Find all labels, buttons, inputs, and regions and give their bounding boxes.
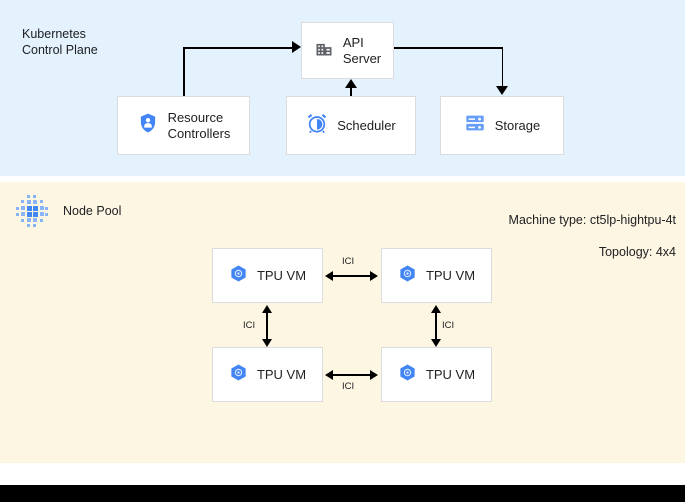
arrowhead-ici-top-right: [370, 271, 378, 281]
ici-label-top: ICI: [342, 256, 355, 267]
shield-user-icon: [137, 112, 159, 139]
connector-scheduler-to-api: [350, 88, 352, 96]
ici-label-bottom: ICI: [342, 381, 355, 392]
connector-resource-controllers-to-api-vertical: [183, 47, 185, 96]
storage-rack-icon: [464, 112, 486, 139]
node-resource-controllers[interactable]: Resource Controllers: [117, 96, 250, 155]
arrowhead-to-api-server-left: [292, 41, 301, 53]
connector-ici-right: [435, 313, 437, 341]
tpu-hexagon-icon: [398, 264, 417, 288]
arrowhead-ici-right-down: [431, 339, 441, 347]
node-scheduler-label: Scheduler: [337, 117, 396, 133]
node-tpu-vm-bottom-left[interactable]: TPU VM: [212, 347, 323, 402]
arrowhead-to-storage-top: [496, 86, 508, 95]
connector-ici-bottom: [333, 374, 372, 376]
arrowhead-ici-bottom-left: [325, 370, 333, 380]
tpu-hexagon-icon: [398, 363, 417, 387]
node-tpu-vm-label: TPU VM: [256, 267, 307, 283]
node-api-server[interactable]: API Server: [301, 22, 394, 79]
control-plane-title: Kubernetes Control Plane: [22, 27, 98, 57]
alarm-clock-icon: [306, 112, 328, 139]
arrowhead-ici-top-left: [325, 271, 333, 281]
server-building-icon: [314, 38, 334, 63]
connector-ici-left: [266, 313, 268, 341]
arrowhead-ici-right-up: [431, 305, 441, 313]
bottom-bar: [0, 485, 685, 502]
arrowhead-ici-left-down: [262, 339, 272, 347]
node-tpu-vm-top-left[interactable]: TPU VM: [212, 248, 323, 303]
node-pool-dots-icon: [16, 195, 48, 227]
node-scheduler[interactable]: Scheduler: [286, 96, 416, 155]
node-storage-label: Storage: [494, 117, 541, 133]
node-tpu-vm-bottom-right[interactable]: TPU VM: [381, 347, 492, 402]
node-storage[interactable]: Storage: [440, 96, 564, 155]
node-resource-controllers-label: Resource Controllers: [167, 109, 231, 141]
machine-type-text: Machine type: ct5lp-hightpu-4t: [508, 213, 676, 227]
node-tpu-vm-label: TPU VM: [256, 366, 307, 382]
node-tpu-vm-top-right[interactable]: TPU VM: [381, 248, 492, 303]
connector-api-to-storage-horizontal: [394, 47, 503, 49]
arrowhead-ici-bottom-right: [370, 370, 378, 380]
node-tpu-vm-label: TPU VM: [425, 267, 476, 283]
tpu-hexagon-icon: [229, 264, 248, 288]
tpu-hexagon-icon: [229, 363, 248, 387]
arrowhead-to-api-server-bottom: [345, 79, 357, 88]
ici-label-left: ICI: [243, 320, 256, 331]
connector-resource-controllers-to-api-horizontal: [183, 47, 293, 49]
connector-api-to-storage-vertical: [501, 47, 504, 89]
ici-label-right: ICI: [442, 320, 455, 331]
node-api-server-label: API Server: [342, 34, 382, 66]
arrowhead-ici-left-up: [262, 305, 272, 313]
node-pool-title: Node Pool: [63, 204, 122, 218]
connector-ici-top: [333, 275, 372, 277]
node-pool-meta: Machine type: ct5lp-hightpu-4t Topology:…: [509, 196, 676, 276]
topology-text: Topology: 4x4: [598, 245, 676, 259]
node-pool-section: [0, 182, 685, 463]
node-tpu-vm-label: TPU VM: [425, 366, 476, 382]
